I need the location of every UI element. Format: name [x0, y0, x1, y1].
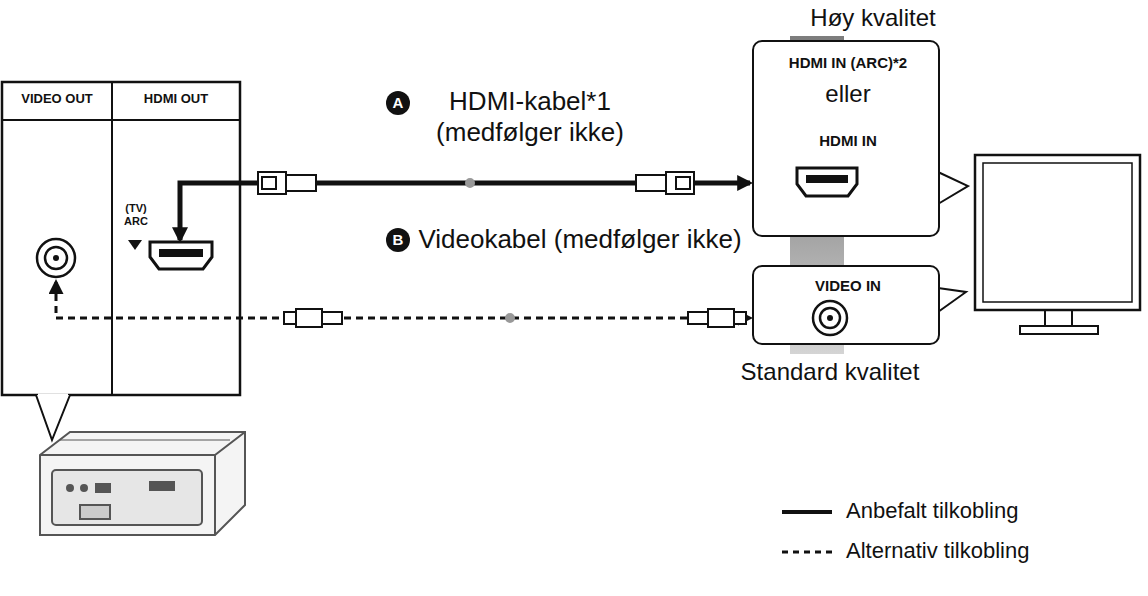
legend-sample — [782, 510, 832, 514]
legend-text: Alternativ tilkobling — [846, 538, 1141, 564]
video-cable — [56, 282, 750, 318]
hdmi-port — [797, 168, 857, 196]
hdmi-port — [150, 242, 212, 269]
callout-letter: B — [386, 228, 410, 252]
rca-port — [820, 308, 840, 328]
hdmi-plug — [258, 172, 694, 194]
arc-triangle — [128, 240, 142, 250]
callout-letter: A — [386, 91, 410, 115]
rca-port — [53, 255, 59, 261]
legend-sample — [782, 551, 832, 554]
callout-pointer — [36, 395, 70, 440]
rca-port — [37, 239, 75, 277]
callout-pointer — [938, 172, 968, 204]
port-heading: VIDEO OUT — [2, 92, 112, 107]
callout-box: HDMI IN (ARC)*2 ellerHDMI IN — [752, 40, 940, 237]
callout-pointer — [938, 288, 966, 312]
hdmi-port-pins — [159, 249, 203, 257]
callout-ground — [752, 265, 940, 345]
port-heading: HDMI IN (ARC)*2 — [754, 54, 942, 71]
panel-cell: VIDEO OUT — [2, 82, 112, 395]
cable-label: Videokabel (medfølger ikke) — [415, 224, 745, 255]
port-heading: HDMI OUT — [112, 92, 240, 107]
rca-port — [45, 247, 67, 269]
pointer-gap — [38, 394, 68, 397]
callout-ground — [752, 40, 940, 237]
panel-divider — [111, 82, 113, 395]
port-note: HDMI IN — [754, 132, 942, 149]
quality-label: Standard kvalitet — [720, 358, 940, 387]
rca-port — [827, 315, 833, 321]
panel-cell: HDMI OUT (TV) ARC — [112, 82, 240, 395]
port-heading: VIDEO IN — [754, 277, 942, 294]
panel-frame — [2, 82, 240, 395]
cable-label: HDMI-kabel*1 (medfølger ikke) — [415, 86, 645, 148]
hdmi-port-pins — [806, 175, 848, 183]
tv-icon — [975, 155, 1140, 334]
callout-box: VIDEO IN — [752, 265, 940, 345]
rca-port — [813, 301, 847, 335]
device-illustration — [40, 432, 245, 535]
port-note: (TV) ARC — [118, 202, 154, 227]
legend-text: Anbefalt tilkobling — [846, 498, 1141, 524]
port-note: eller — [754, 80, 942, 108]
rca-plug — [284, 309, 746, 327]
quality-label: Høy kvalitet — [778, 4, 968, 33]
panel-divider — [2, 119, 240, 121]
